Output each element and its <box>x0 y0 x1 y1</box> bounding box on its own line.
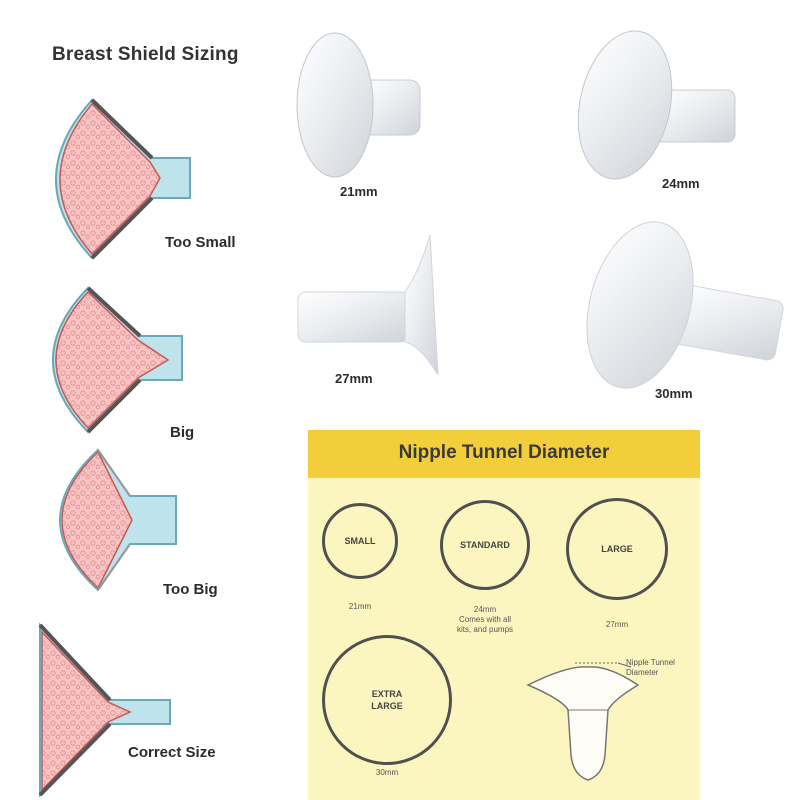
ring-label: LARGE <box>601 544 633 554</box>
ring-extra-large: EXTRA LARGE <box>322 635 452 765</box>
shield-images <box>296 30 784 389</box>
shield-size-label: 21mm <box>340 184 378 199</box>
page-title: Breast Shield Sizing <box>52 44 239 65</box>
ring-standard: STANDARD <box>440 500 530 590</box>
ring-label: EXTRA LARGE <box>371 689 403 711</box>
tunnel-shield-drawing <box>526 662 640 781</box>
ring-large: LARGE <box>566 498 668 600</box>
fit-label-too-small: Too Small <box>165 234 236 251</box>
shield-30mm-image <box>586 221 784 389</box>
tunnel-diameter-panel: Nipple Tunnel Diameter SMALL 21mm STANDA… <box>308 430 700 800</box>
shield-24mm-image <box>577 30 736 180</box>
ring-label: STANDARD <box>460 540 510 550</box>
shield-21mm-image <box>296 32 421 178</box>
fit-label-too-big: Too Big <box>163 581 218 598</box>
shield-size-label: 24mm <box>662 176 700 191</box>
ring-caption: 27mm <box>605 620 629 629</box>
fit-illustrations <box>38 98 191 798</box>
ring-label: SMALL <box>344 536 376 546</box>
fit-correct-size-illustration <box>38 622 171 798</box>
fit-label-correct-size: Correct Size <box>128 744 216 761</box>
fit-label-big: Big <box>170 424 195 441</box>
panel-title: Nipple Tunnel Diameter <box>398 442 610 463</box>
fit-too-small-illustration <box>55 98 191 260</box>
tunnel-callout-label: Nipple Tunnel Diameter <box>626 658 675 677</box>
ring-caption: 30mm <box>375 768 399 777</box>
ring-caption: 21mm <box>348 602 372 611</box>
shield-size-label: 27mm <box>335 371 373 386</box>
panel-header <box>308 430 700 478</box>
shield-27mm-image <box>297 234 439 376</box>
fit-too-big-illustration <box>59 448 177 592</box>
ring-caption: 24mm Comes with all kits, and pumps <box>456 605 514 634</box>
ring-small: SMALL <box>322 503 398 579</box>
fit-big-illustration <box>52 286 183 434</box>
shield-size-label: 30mm <box>655 386 693 401</box>
